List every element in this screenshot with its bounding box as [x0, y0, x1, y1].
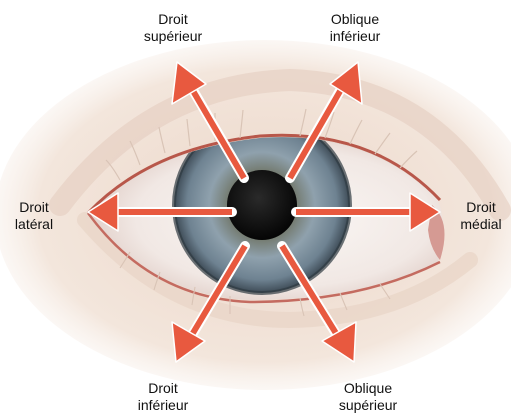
label-superior-rectus: Droit supérieur — [128, 11, 218, 45]
label-lateral-rectus-line1: Droit — [4, 199, 64, 216]
label-superior-rectus-line2: supérieur — [128, 28, 218, 45]
label-inferior-rectus-line1: Droit — [118, 380, 208, 397]
label-superior-oblique-line2: supérieur — [318, 397, 418, 414]
label-superior-oblique-line1: Oblique — [318, 380, 418, 397]
label-superior-oblique: Oblique supérieur — [318, 380, 418, 414]
label-superior-rectus-line1: Droit — [128, 11, 218, 28]
label-medial-rectus-line1: Droit — [452, 199, 510, 216]
label-inferior-rectus: Droit inférieur — [118, 380, 208, 414]
label-inferior-oblique-line2: inférieur — [305, 28, 405, 45]
label-medial-rectus-line2: médial — [452, 216, 510, 233]
label-lateral-rectus-line2: latéral — [4, 216, 64, 233]
label-medial-rectus: Droit médial — [452, 199, 510, 233]
label-inferior-oblique-line1: Oblique — [305, 11, 405, 28]
label-lateral-rectus: Droit latéral — [4, 199, 64, 233]
label-inferior-oblique: Oblique inférieur — [305, 11, 405, 45]
label-inferior-rectus-line2: inférieur — [118, 397, 208, 414]
